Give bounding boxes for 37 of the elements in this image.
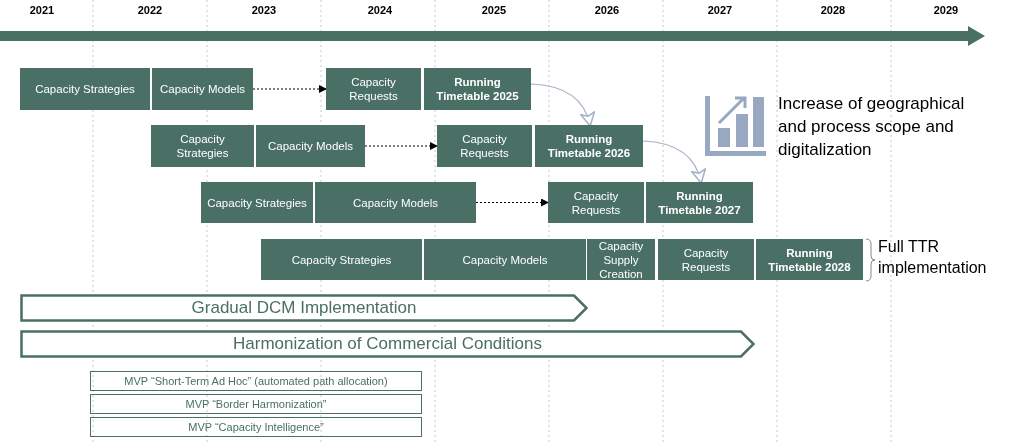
timetable-bar: Running Timetable 2028 [756, 239, 863, 280]
year-label: 2028 [819, 4, 847, 16]
phase-bar: Capacity Models [315, 182, 476, 223]
mvp-box: MVP “Capacity Intelligence” [90, 417, 422, 437]
mvp-box: MVP “Border Harmonization” [90, 394, 422, 414]
phase-bar: Capacity Requests [437, 125, 532, 167]
phase-bar: Capacity Models [152, 68, 253, 110]
phase-bar: Capacity Strategies [201, 182, 313, 223]
mvp-box: MVP “Short-Term Ad Hoc” (automated path allocation) [90, 371, 422, 391]
note-text: Increase of geographical and process scope and digitalization [778, 93, 966, 161]
phase-bar: Capacity Requests [658, 239, 754, 280]
phase-bar: Capacity Strategies [20, 68, 150, 110]
year-label: 2023 [250, 4, 278, 16]
year-label: 2027 [706, 4, 734, 16]
phase-bar: Capacity Requests [548, 182, 644, 223]
timetable-bar: Running Timetable 2026 [535, 125, 643, 167]
year-label: 2022 [136, 4, 164, 16]
phase-banner [20, 294, 588, 322]
year-label: 2026 [593, 4, 621, 16]
year-label: 2021 [28, 4, 56, 16]
timetable-bar: Running Timetable 2025 [424, 68, 531, 110]
year-label: 2024 [366, 4, 394, 16]
phase-bar: Capacity Requests [326, 68, 421, 110]
phase-bar: Capacity Models [424, 239, 586, 280]
arrow-label: Harmonization of Commercial Conditions [233, 334, 542, 354]
year-label: 2029 [932, 4, 960, 16]
phase-bar: Capacity Strategies [261, 239, 422, 280]
arrow [530, 83, 595, 127]
phase-bar: Capacity Supply Creation [587, 239, 655, 280]
phase-bar: Capacity Models [256, 125, 365, 167]
phase-banner [20, 330, 755, 358]
phase-bar: Capacity Strategies [151, 125, 254, 167]
year-label: 2025 [480, 4, 508, 16]
arrow [642, 140, 706, 184]
arrow-label: Gradual DCM Implementation [191, 298, 417, 318]
timetable-bar: Running Timetable 2027 [646, 182, 753, 223]
note-text: Full TTR implementation [878, 237, 988, 278]
